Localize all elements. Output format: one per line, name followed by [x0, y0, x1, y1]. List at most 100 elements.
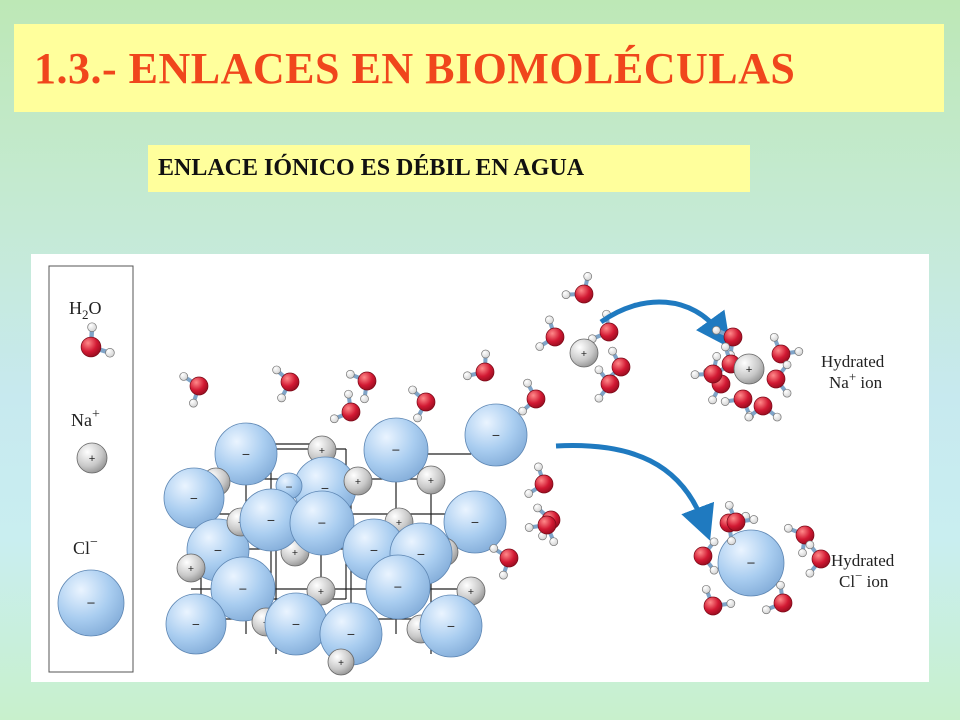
negative-sign: −: [190, 491, 198, 506]
water-molecule: [345, 369, 377, 404]
hydration-arrow-chloride: [555, 443, 715, 541]
dissolution-figure: H2O Na+ + Cl− − −+−−+−++−−++−−+−−++−−+−+…: [31, 254, 929, 682]
slide-title: 1.3.- ENLACES EN BIOMOLÉCULAS: [34, 43, 796, 93]
positive-sign: +: [468, 586, 474, 598]
positive-sign: +: [355, 476, 361, 488]
sodium-ion: +: [306, 576, 336, 606]
negative-sign: −: [417, 546, 425, 562]
hydrated-sodium-core: +: [733, 353, 765, 385]
negative-sign: −: [214, 542, 222, 558]
negative-sign: −: [87, 596, 96, 612]
water-molecule: [524, 515, 559, 547]
positive-sign: +: [396, 517, 402, 529]
legend-sodium-label: Na+: [71, 407, 100, 430]
hydrated-na-label-line2: Na+ ion: [829, 369, 883, 392]
water-molecule: [524, 462, 554, 498]
water-molecule: [711, 325, 743, 360]
dissolving-sodium-ion: +: [569, 338, 599, 368]
chloride-ion: −: [443, 490, 507, 554]
water-molecule: [179, 372, 209, 408]
negative-sign: −: [318, 516, 326, 532]
water-molecule: [408, 385, 436, 423]
positive-sign: +: [581, 348, 587, 360]
water-molecule: [535, 315, 565, 351]
positive-sign: +: [338, 658, 344, 669]
legend-sodium-ion: +: [76, 442, 108, 474]
water-molecule: [561, 272, 594, 304]
positive-sign: +: [318, 586, 324, 598]
slide-subtitle: ENLACE IÓNICO ES DÉBIL EN AGUA: [158, 155, 585, 181]
sodium-ion: +: [327, 648, 355, 676]
negative-sign: −: [267, 512, 275, 528]
sodium-ion: +: [343, 466, 373, 496]
sodium-ion: +: [416, 465, 446, 495]
dissolving-chloride-ion: −: [464, 403, 528, 467]
hydration-arrow-sodium: [599, 299, 731, 349]
chloride-ion: −: [419, 594, 483, 658]
negative-sign: −: [321, 480, 329, 496]
nacl-crystal: −+−−+−++−−++−−+−−++−−+−+−+−−+−+: [163, 417, 507, 676]
surrounding-water-molecules: [179, 272, 631, 580]
hydrated-chloride-core: −: [717, 529, 785, 597]
water-molecule: [329, 389, 361, 424]
chloride-ion: −: [210, 556, 276, 622]
water-molecule: [769, 332, 804, 364]
water-molecule: [783, 523, 815, 558]
water-molecule: [518, 378, 546, 416]
hydrated-cl-label-line1: Hydrated: [831, 551, 895, 570]
water-molecule: [724, 500, 759, 532]
water-molecule: [701, 584, 736, 616]
legend-water-molecule: [80, 322, 115, 358]
negative-sign: −: [392, 443, 400, 459]
chloride-ion: −: [163, 467, 225, 529]
negative-sign: −: [292, 616, 300, 632]
chloride-ion: −: [264, 592, 328, 656]
negative-sign: −: [239, 582, 247, 598]
dissolving-ions: −+: [464, 338, 599, 467]
positive-sign: +: [428, 475, 434, 487]
water-molecule: [489, 544, 519, 580]
chloride-ion: −: [365, 554, 431, 620]
positive-sign: +: [319, 445, 325, 457]
title-bar: 1.3.- ENLACES EN BIOMOLÉCULAS: [14, 24, 944, 112]
positive-sign: +: [188, 563, 194, 575]
chloride-ion: −: [289, 490, 355, 556]
legend-chloride-label: Cl−: [73, 535, 98, 558]
chloride-ion: −: [165, 593, 227, 655]
legend-water-label: H2O: [69, 298, 102, 322]
water-molecule: [766, 360, 792, 398]
subtitle-box: ENLACE IÓNICO ES DÉBIL EN AGUA: [148, 145, 750, 192]
hydrated-cl-label-line2: Cl− ion: [839, 568, 889, 591]
positive-sign: +: [292, 547, 298, 559]
water-molecule: [463, 349, 495, 382]
legend-chloride-ion: −: [57, 569, 125, 637]
negative-sign: −: [242, 446, 250, 462]
water-molecule: [272, 365, 300, 403]
legend-chloride-ion: −: [57, 569, 125, 637]
water-molecule: [744, 396, 782, 422]
negative-sign: −: [192, 617, 200, 632]
chloride-ion: −: [363, 417, 429, 483]
water-molecule: [693, 537, 719, 575]
water-molecule: [80, 322, 115, 358]
negative-sign: −: [447, 618, 455, 634]
negative-sign: −: [347, 626, 355, 642]
water-molecule: [690, 352, 723, 384]
negative-sign: −: [394, 580, 402, 596]
positive-sign: +: [89, 453, 96, 465]
negative-sign: −: [492, 427, 500, 443]
sodium-ion: +: [176, 553, 206, 583]
negative-sign: −: [285, 480, 292, 494]
water-molecule: [761, 580, 793, 615]
dissolution-diagram: H2O Na+ + Cl− − −+−−+−++−−++−−+−−++−−+−+…: [48, 265, 895, 676]
hydrated-na-label-line1: Hydrated: [821, 352, 885, 371]
negative-sign: −: [747, 556, 756, 572]
chloride-ion: −: [214, 422, 278, 486]
negative-sign: −: [370, 542, 378, 558]
positive-sign: +: [746, 364, 753, 376]
negative-sign: −: [471, 514, 479, 530]
water-molecule: [594, 365, 620, 403]
hydrated-chloride-ion: −: [693, 500, 831, 616]
water-molecule: [805, 540, 831, 578]
hydrated-sodium-ion: +: [690, 325, 804, 422]
